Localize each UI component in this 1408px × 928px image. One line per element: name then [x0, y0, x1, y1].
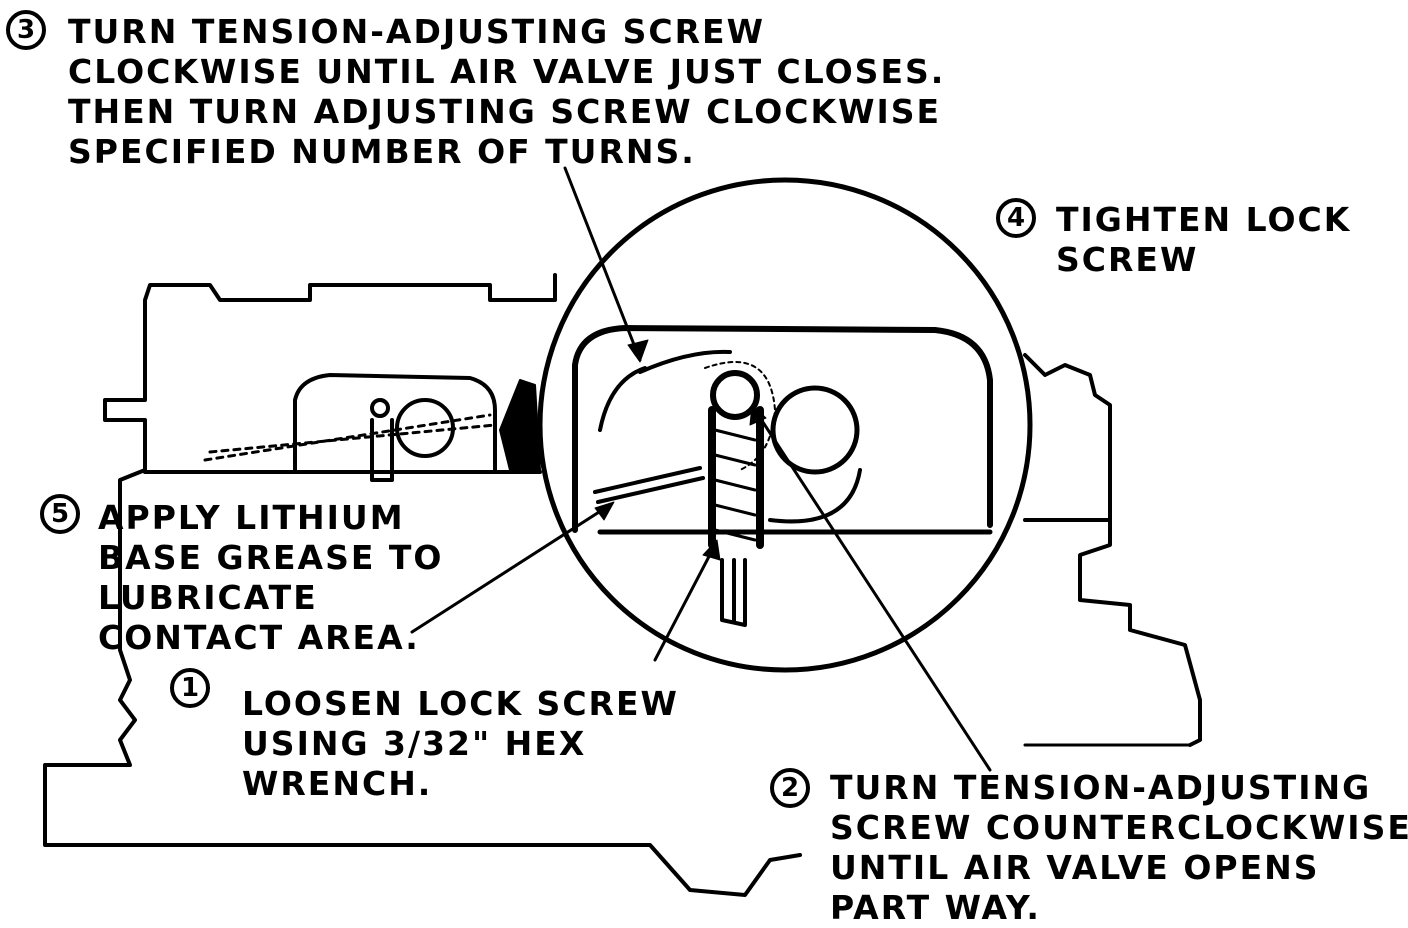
callout-3-number: 3	[6, 10, 46, 50]
leader-1-arrow	[702, 539, 721, 561]
leader-1	[653, 543, 717, 662]
detail-circle	[537, 177, 1033, 673]
callout-4-number: 4	[996, 198, 1036, 238]
leader-3-arrow	[627, 339, 649, 363]
leader-5-arrow	[594, 501, 615, 521]
leader-5	[410, 503, 612, 634]
callout-1-number: 1	[170, 668, 210, 708]
left-linkage-housing	[293, 373, 497, 472]
callout-5-text: APPLY LITHIUM BASE GREASE TO LUBRICATE C…	[98, 498, 444, 657]
tension-arm	[598, 349, 732, 432]
leader-2-arrow	[749, 404, 767, 426]
dotted-arc	[704, 361, 776, 471]
tension-screw-head	[710, 370, 760, 420]
tension-spring	[708, 406, 764, 549]
left-lever	[370, 418, 394, 482]
hex-wrench	[720, 558, 747, 627]
left-pivot	[370, 398, 390, 418]
tension-spring-hatch	[713, 428, 757, 542]
contact-pin	[593, 466, 705, 504]
callout-2-number: 2	[770, 768, 810, 808]
callout-3-text: TURN TENSION-ADJUSTING SCREW CLOCKWISE U…	[68, 12, 946, 171]
air-valve-housing	[572, 325, 993, 533]
callout-2-text: TURN TENSION-ADJUSTING SCREW COUNTERCLOC…	[830, 768, 1408, 927]
callout-4-text: TIGHTEN LOCK SCREW	[1056, 200, 1352, 279]
black-clip	[499, 379, 541, 471]
air-valve-bore	[770, 385, 860, 475]
air-valve-bore-ring	[768, 468, 862, 524]
dashed-linkage	[203, 413, 497, 462]
leader-2	[753, 408, 992, 772]
callout-5-number: 5	[40, 494, 80, 534]
leader-3	[563, 166, 642, 362]
callout-1-text: LOOSEN LOCK SCREW USING 3/32" HEX WRENCH…	[242, 684, 679, 803]
carburetor-body-outline-right	[1023, 353, 1202, 747]
